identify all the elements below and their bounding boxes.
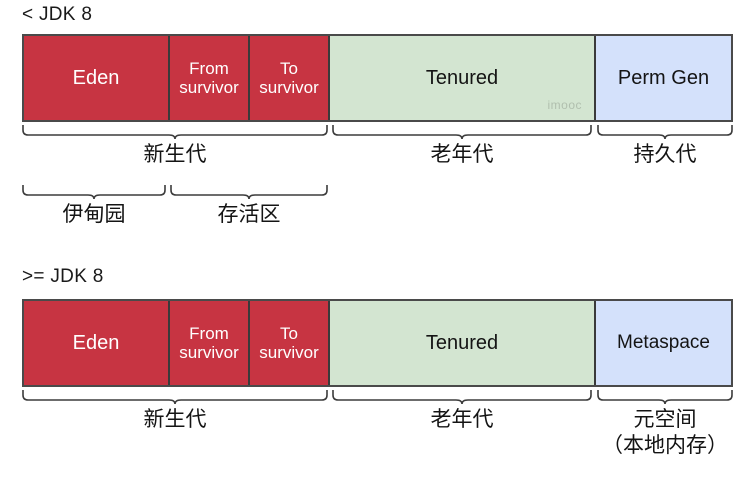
segment-eden: Eden xyxy=(24,36,170,120)
segment-tenured: Tenured imooc xyxy=(330,36,596,120)
brace-old-generation xyxy=(332,124,592,140)
segment-metaspace-label: Metaspace xyxy=(617,332,710,354)
brace-eden-garden xyxy=(22,184,166,200)
brace-young-generation-label: 新生代 xyxy=(143,408,207,431)
brace-eden-garden-label: 伊甸园 xyxy=(62,203,126,226)
segment-tenured-label: Tenured xyxy=(425,331,499,354)
brace-permanent-generation-label: 持久代 xyxy=(633,143,697,166)
brace-young-generation-label: 新生代 xyxy=(143,143,207,166)
diagram-jdk8-title: >= JDK 8 xyxy=(22,266,104,287)
segment-perm-gen: Perm Gen xyxy=(596,36,731,120)
brace-young-generation xyxy=(22,389,328,405)
brace-metaspace xyxy=(597,389,733,405)
brace-old-generation-label: 老年代 xyxy=(430,143,494,166)
brace-old-generation xyxy=(332,389,592,405)
diagram-jdk7-title: < JDK 8 xyxy=(22,4,93,25)
segment-metaspace: Metaspace xyxy=(596,301,731,385)
brace-permanent-generation xyxy=(597,124,733,140)
brace-survivor-area-label: 存活区 xyxy=(217,203,281,226)
watermark-label: imooc xyxy=(547,98,582,112)
brace-survivor-area xyxy=(170,184,328,200)
segment-eden-label: Eden xyxy=(72,66,120,89)
brace-metaspace-label: 元空间（本地内存） xyxy=(602,408,728,457)
segment-perm-gen-label: Perm Gen xyxy=(617,66,710,89)
segment-eden: Eden xyxy=(24,301,170,385)
segment-tenured: Tenured xyxy=(330,301,596,385)
brace-old-generation-label: 老年代 xyxy=(430,408,494,431)
segment-eden-label: Eden xyxy=(72,331,120,354)
segment-tenured-label: Tenured xyxy=(425,66,499,89)
brace-young-generation xyxy=(22,124,328,140)
